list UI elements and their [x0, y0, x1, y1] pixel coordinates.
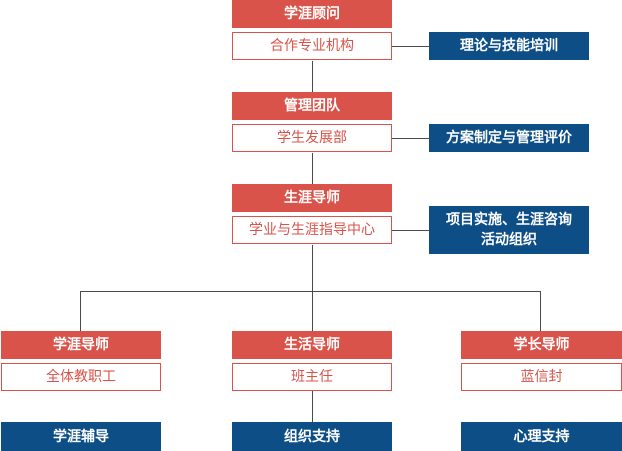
head-teacher-box: 班主任	[232, 363, 392, 391]
blue-envelope-box: 蓝信封	[461, 363, 622, 391]
management-team-title: 管理团队	[232, 92, 392, 120]
all-staff-box: 全体教职工	[1, 363, 161, 391]
career-advisor-title: 学涯顾问	[232, 0, 392, 28]
senior-mentor-title: 学长导师	[461, 331, 622, 359]
psychological-support-box: 心理支持	[461, 422, 622, 451]
connector-center-to-branches	[312, 245, 313, 331]
academic-mentor-title: 学涯导师	[1, 331, 161, 359]
student-development-box: 学生发展部	[232, 124, 392, 152]
career-mentor-title: 生涯导师	[232, 184, 392, 212]
connector-top-to-management	[312, 61, 313, 92]
connector-branch-right	[540, 291, 541, 331]
planning-evaluation-box: 方案制定与管理评价	[429, 124, 589, 152]
connector-head-teacher-to-support	[312, 391, 313, 422]
connector-management-to-mentor	[312, 153, 313, 184]
implementation-box: 项目实施、生涯咨询 活动组织	[429, 206, 589, 254]
academic-coaching-box: 学涯辅导	[1, 422, 161, 451]
connector-agency-to-training	[391, 46, 429, 47]
connector-dept-to-planning	[391, 138, 429, 139]
branch-bar	[80, 291, 541, 292]
implementation-line-1: 项目实施、生涯咨询	[446, 212, 572, 228]
implementation-line-2: 活动组织	[481, 232, 537, 248]
guidance-center-box: 学业与生涯指导中心	[232, 216, 392, 244]
training-box: 理论与技能培训	[429, 32, 589, 60]
partner-agency-box: 合作专业机构	[232, 32, 392, 60]
connector-branch-left	[80, 291, 81, 331]
connector-center-to-implementation	[391, 230, 429, 231]
organizational-support-box: 组织支持	[232, 422, 392, 451]
life-mentor-title: 生活导师	[232, 331, 392, 359]
